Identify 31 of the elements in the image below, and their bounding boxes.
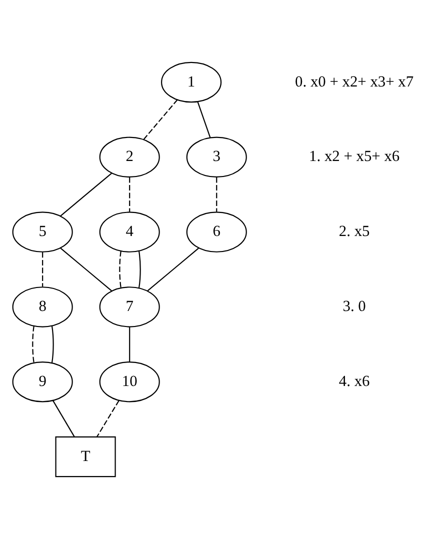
connector <box>96 400 120 436</box>
connector <box>147 247 199 291</box>
connector <box>60 172 112 216</box>
connector <box>60 247 112 291</box>
connector <box>197 101 211 138</box>
node-ellipse: 2 <box>99 136 160 178</box>
node-ellipse: 10 <box>99 360 160 402</box>
connector <box>52 400 75 436</box>
node-ellipse: 4 <box>99 211 160 252</box>
connector <box>143 98 178 140</box>
connector <box>42 252 44 286</box>
label: 3. 0 <box>342 298 366 315</box>
connector <box>129 176 130 212</box>
node-ellipse: 5 <box>12 211 73 252</box>
connector <box>138 250 141 288</box>
connector <box>32 325 34 362</box>
node-ellipse: 3 <box>186 136 247 178</box>
node-ellipse: 7 <box>99 286 160 327</box>
connector <box>51 325 54 363</box>
node-box: T <box>55 436 116 477</box>
node-ellipse: 8 <box>12 286 73 327</box>
label: 4. x6 <box>338 372 370 390</box>
connector <box>119 250 122 288</box>
label: 2. x5 <box>338 222 370 240</box>
node-ellipse: 6 <box>186 211 247 252</box>
label: 0. x0 + x2+ x3+ x7 <box>295 72 414 90</box>
connector <box>129 326 130 362</box>
connector <box>216 176 218 212</box>
node-ellipse: 1 <box>161 61 222 102</box>
label: 1. x2 + x5+ x6 <box>309 148 400 165</box>
node-ellipse: 9 <box>12 360 73 402</box>
